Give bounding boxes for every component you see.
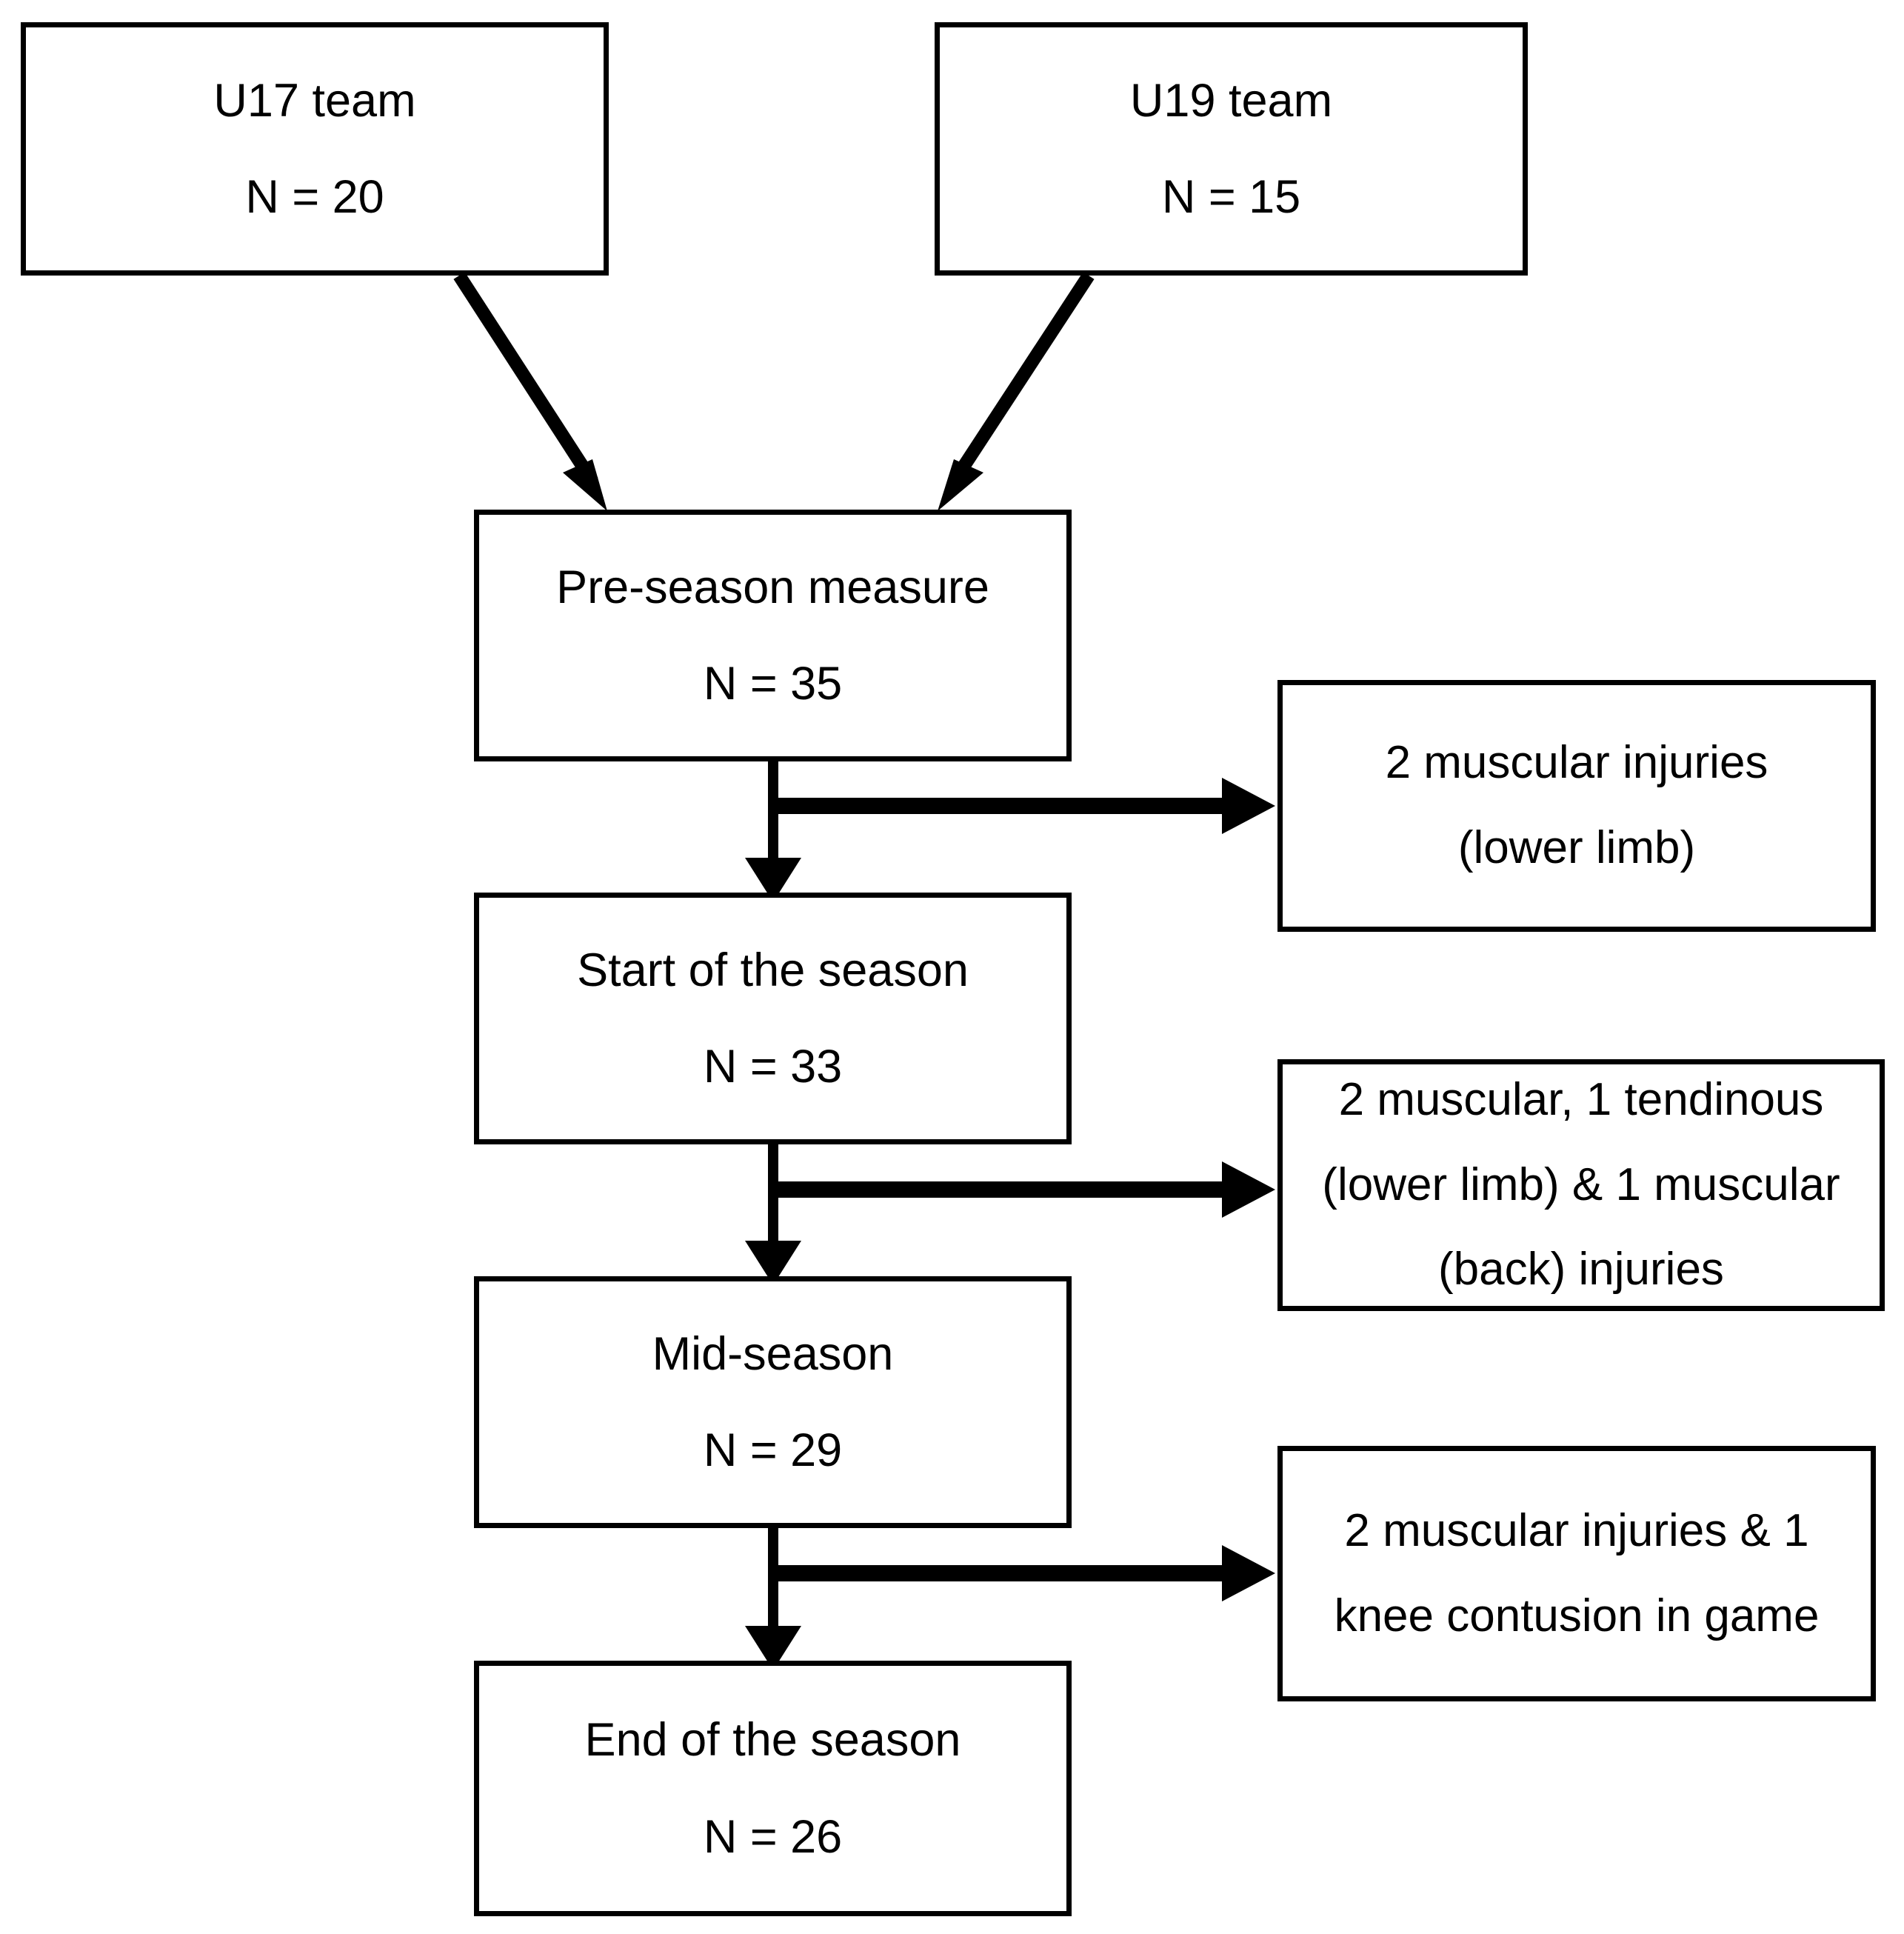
edge-mid-to-end	[745, 1528, 801, 1670]
node-mid-season[interactable]: Mid-season N = 29	[474, 1276, 1072, 1528]
edge-start-dropout	[773, 1161, 1275, 1218]
node-u19-count: N = 15	[1161, 171, 1301, 223]
node-start-of-season[interactable]: Start of the season N = 33	[474, 893, 1072, 1144]
node-mid-count: N = 29	[703, 1424, 843, 1476]
dropout-box-after-preseason[interactable]: 2 muscular injuries (lower limb)	[1277, 680, 1876, 932]
node-u19-title: U19 team	[1129, 74, 1333, 127]
node-preseason-count: N = 35	[703, 658, 843, 710]
dropout-box-after-start[interactable]: 2 muscular, 1 tendinous (lower limb) & 1…	[1277, 1059, 1885, 1311]
edge-start-to-mid	[745, 1144, 801, 1285]
dropout-after-mid-text: 2 muscular injuries & 1 knee contusion i…	[1334, 1504, 1820, 1641]
node-start-title: Start of the season	[577, 944, 969, 996]
node-end-count: N = 26	[703, 1810, 843, 1863]
edge-preseason-dropout	[773, 778, 1275, 834]
node-preseason-title: Pre-season measure	[556, 561, 989, 613]
node-end-of-season[interactable]: End of the season N = 26	[474, 1661, 1072, 1916]
node-end-title: End of the season	[584, 1714, 961, 1767]
dropout-preseason-line-2: (lower limb)	[1457, 822, 1696, 873]
edge-preseason-to-start	[745, 761, 801, 902]
node-mid-title: Mid-season	[652, 1327, 894, 1380]
node-start-count: N = 33	[703, 1041, 843, 1093]
node-pre-season-measure[interactable]: Pre-season measure N = 35	[474, 510, 1072, 761]
dropout-mid-line-2: knee contusion in game	[1334, 1590, 1820, 1641]
edge-mid-dropout	[773, 1545, 1275, 1601]
node-u17-count: N = 20	[245, 171, 384, 223]
dropout-preseason-line-1: 2 muscular injuries	[1385, 737, 1768, 789]
node-u17-team[interactable]: U17 team N = 20	[21, 22, 609, 276]
dropout-start-line-3: (back) injuries	[1438, 1244, 1724, 1296]
dropout-mid-line-1: 2 muscular injuries & 1	[1344, 1504, 1809, 1556]
edge-u19-to-preseason	[938, 272, 1095, 511]
dropout-start-line-2: (lower limb) & 1 muscular	[1322, 1158, 1840, 1210]
node-u17-title: U17 team	[213, 74, 416, 127]
node-u19-team[interactable]: U19 team N = 15	[935, 22, 1528, 276]
dropout-start-line-1: 2 muscular, 1 tendinous	[1338, 1073, 1824, 1125]
dropout-after-preseason-text: 2 muscular injuries (lower limb)	[1386, 738, 1768, 873]
dropout-after-start-text: 2 muscular, 1 tendinous (lower limb) & 1…	[1322, 1073, 1840, 1296]
dropout-box-after-mid[interactable]: 2 muscular injuries & 1 knee contusion i…	[1277, 1446, 1876, 1701]
edge-u17-to-preseason	[453, 272, 607, 511]
